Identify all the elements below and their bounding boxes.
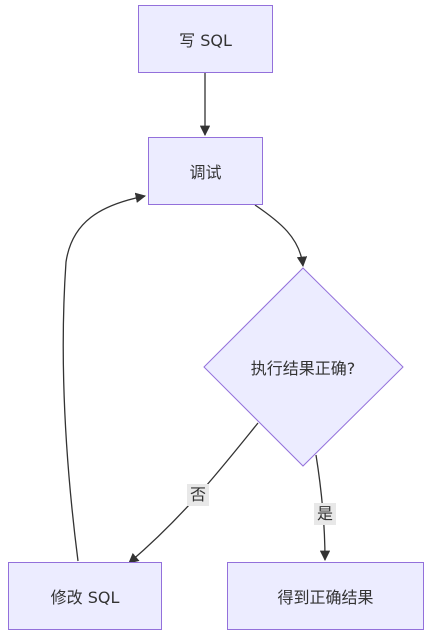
edge-label-yes: 是 [314, 503, 337, 525]
edge-modify-to-debug [62, 192, 147, 562]
node-correct-result: 得到正确结果 [227, 562, 424, 630]
node-modify-sql: 修改 SQL [8, 562, 162, 630]
node-check-label: 执行结果正确? [250, 359, 356, 378]
node-write-sql: 写 SQL [138, 5, 273, 73]
node-debug: 调试 [148, 137, 263, 205]
edge-check-to-correct [315, 454, 331, 562]
decision-diamond [203, 267, 404, 467]
edge-debug-to-check [254, 204, 308, 268]
edge-label-no: 否 [187, 484, 210, 506]
